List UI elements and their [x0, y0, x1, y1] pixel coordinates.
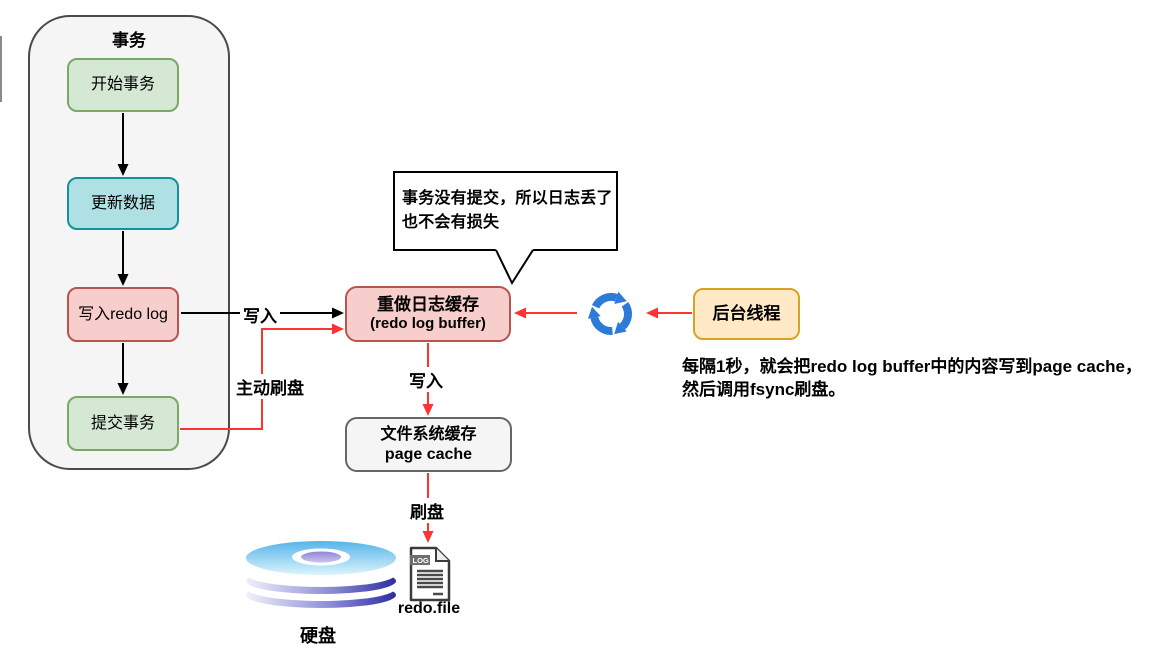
redo-file-label: redo.file — [397, 600, 461, 617]
step-update-data: 更新数据 — [67, 177, 179, 230]
timer-note: 每隔1秒，就会把redo log buffer中的内容写到page cache，… — [682, 355, 1150, 401]
step-begin-transaction: 开始事务 — [67, 58, 179, 112]
write-label-buffer: 写入 — [240, 302, 280, 327]
page-cache-label-en: page cache — [384, 445, 473, 463]
callout-line2: 也不会有损失 — [402, 214, 500, 231]
buffer-label-en: (redo log buffer) — [370, 315, 486, 333]
timer-note-line1: 每隔1秒，就会把redo log buffer中的内容写到page cache， — [682, 357, 1142, 376]
step-write-redo-log: 写入redo log — [67, 287, 179, 342]
buffer-label-cn: 重做日志缓存 — [377, 295, 479, 314]
callout-bubble: 事务没有提交，所以日志丢了 也不会有损失 — [393, 171, 618, 251]
log-badge-bg — [410, 555, 430, 565]
log-file-icon: LOG — [409, 546, 451, 602]
disk-label: 硬盘 — [300, 626, 336, 646]
write-label-cache: 写入 — [406, 367, 446, 392]
canvas-edge-artifact — [0, 36, 2, 102]
flush-disk-label: 刷盘 — [407, 498, 447, 523]
log-badge-text: LOG — [413, 556, 429, 565]
hard-disk-icon — [246, 541, 396, 608]
step-label: 开始事务 — [90, 76, 155, 93]
active-flush-label: 主动刷盘 — [233, 374, 307, 399]
step-label: 提交事务 — [90, 414, 155, 432]
page-cache-box: 文件系统缓存 page cache — [345, 417, 512, 472]
callout-line1: 事务没有提交，所以日志丢了 — [402, 190, 613, 207]
backend-thread-label: 后台线程 — [712, 304, 781, 324]
backend-thread-box: 后台线程 — [693, 288, 800, 340]
sync-cycle-icon — [577, 291, 645, 346]
step-commit-transaction: 提交事务 — [67, 396, 179, 451]
step-label: 更新数据 — [90, 194, 155, 212]
timer-note-line2: 然后调用fsync刷盘。 — [682, 380, 846, 399]
transaction-title: 事务 — [112, 31, 146, 50]
callout-tail — [495, 248, 534, 283]
step-label: 写入redo log — [78, 305, 168, 323]
redo-log-buffer-box: 重做日志缓存 (redo log buffer) — [345, 286, 511, 342]
page-cache-label-cn: 文件系统缓存 — [380, 425, 477, 443]
